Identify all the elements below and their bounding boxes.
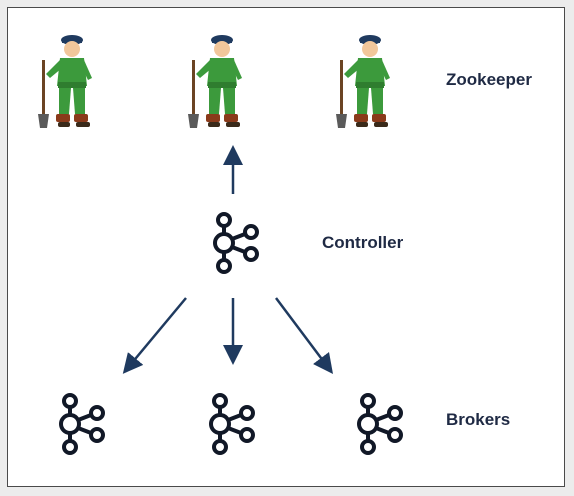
keeper-figure: [188, 35, 242, 128]
keeper-figure: [336, 35, 390, 128]
keeper-figure: [38, 35, 92, 128]
kafka-logo-icon: [59, 393, 105, 455]
controller-label: Controller: [322, 233, 404, 252]
kafka-logo-icon: [357, 393, 403, 455]
kafka-logo-icon: [213, 212, 259, 274]
zookeeper-keeper-icon: [188, 35, 242, 128]
zookeeper-keeper-icon: [336, 35, 390, 128]
brokers-label: Brokers: [446, 410, 511, 429]
zookeeper-keeper-icon: [38, 35, 92, 128]
zookeeper-label: Zookeeper: [446, 70, 532, 89]
kafka-logo-icon: [209, 393, 255, 455]
